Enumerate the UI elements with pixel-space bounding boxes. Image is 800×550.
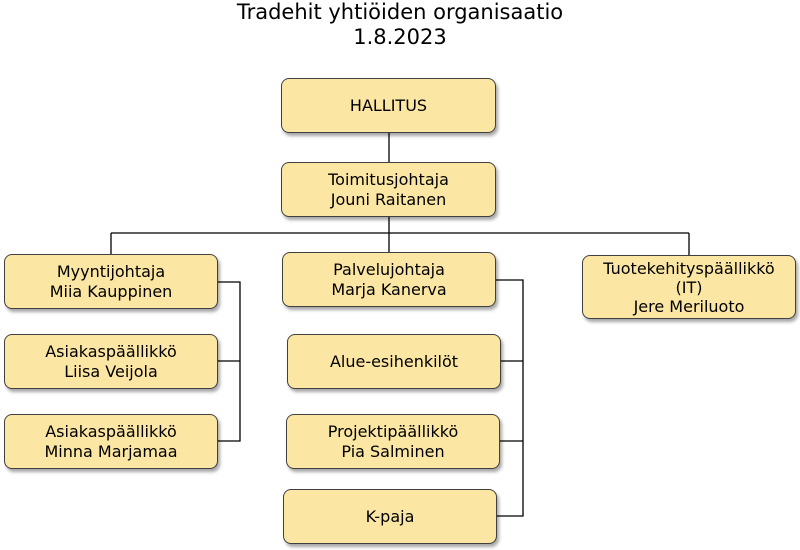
node-myyntijohtaja: Myyntijohtaja Miia Kauppinen <box>4 254 218 309</box>
node-projekti-line-0: Projektipäällikkö <box>327 421 459 441</box>
node-myyntijohtaja-line-0: Myyntijohtaja <box>56 261 166 281</box>
node-projektipaallikko: Projektipäällikkö Pia Salminen <box>286 414 500 469</box>
node-asiakas-1-line-1: Liisa Veijola <box>64 361 158 381</box>
node-asiakas-2-line-0: Asiakaspäällikkö <box>45 421 177 441</box>
chart-title-line1: Tradehit yhtiöiden organisaatio <box>236 0 564 24</box>
node-asiakas-2-line-1: Minna Marjamaa <box>44 441 178 461</box>
node-alue-line-0: Alue-esihenkilöt <box>329 351 459 371</box>
node-asiakas-2: Asiakaspäällikkö Minna Marjamaa <box>4 414 218 469</box>
node-asiakas-1: Asiakaspäällikkö Liisa Veijola <box>4 334 218 389</box>
node-projekti-line-1: Pia Salminen <box>341 441 445 461</box>
node-alue-esihenkilot: Alue-esihenkilöt <box>287 334 501 389</box>
node-hallitus-line-0: HALLITUS <box>349 95 428 115</box>
node-palvelujohtaja-line-0: Palvelujohtaja <box>333 259 445 279</box>
chart-title: Tradehit yhtiöiden organisaatio 1.8.2023 <box>0 0 800 50</box>
node-tuotekehitys-line-2: Jere Meriluoto <box>633 296 745 316</box>
node-kpaja-line-0: K-paja <box>365 506 415 526</box>
node-tuotekehitys-line-0: Tuotekehityspäällikkö <box>603 258 775 278</box>
node-hallitus: HALLITUS <box>281 78 496 133</box>
node-toimitusjohtaja-line-0: Toimitusjohtaja <box>328 169 449 189</box>
node-toimitusjohtaja-line-1: Jouni Raitanen <box>330 189 447 209</box>
node-palvelujohtaja-line-1: Marja Kanerva <box>331 279 447 299</box>
node-palvelujohtaja: Palvelujohtaja Marja Kanerva <box>282 252 496 307</box>
node-tuotekehitys-line-1: (IT) <box>675 277 703 297</box>
chart-title-line2: 1.8.2023 <box>353 25 447 49</box>
node-asiakas-1-line-0: Asiakaspäällikkö <box>45 341 177 361</box>
connector-palvelu-bracket <box>496 279 524 517</box>
node-k-paja: K-paja <box>283 489 497 544</box>
node-tuotekehityspaallikko: Tuotekehityspäällikkö (IT) Jere Meriluot… <box>582 255 796 319</box>
node-myyntijohtaja-line-1: Miia Kauppinen <box>49 281 173 301</box>
node-toimitusjohtaja: Toimitusjohtaja Jouni Raitanen <box>281 162 496 217</box>
